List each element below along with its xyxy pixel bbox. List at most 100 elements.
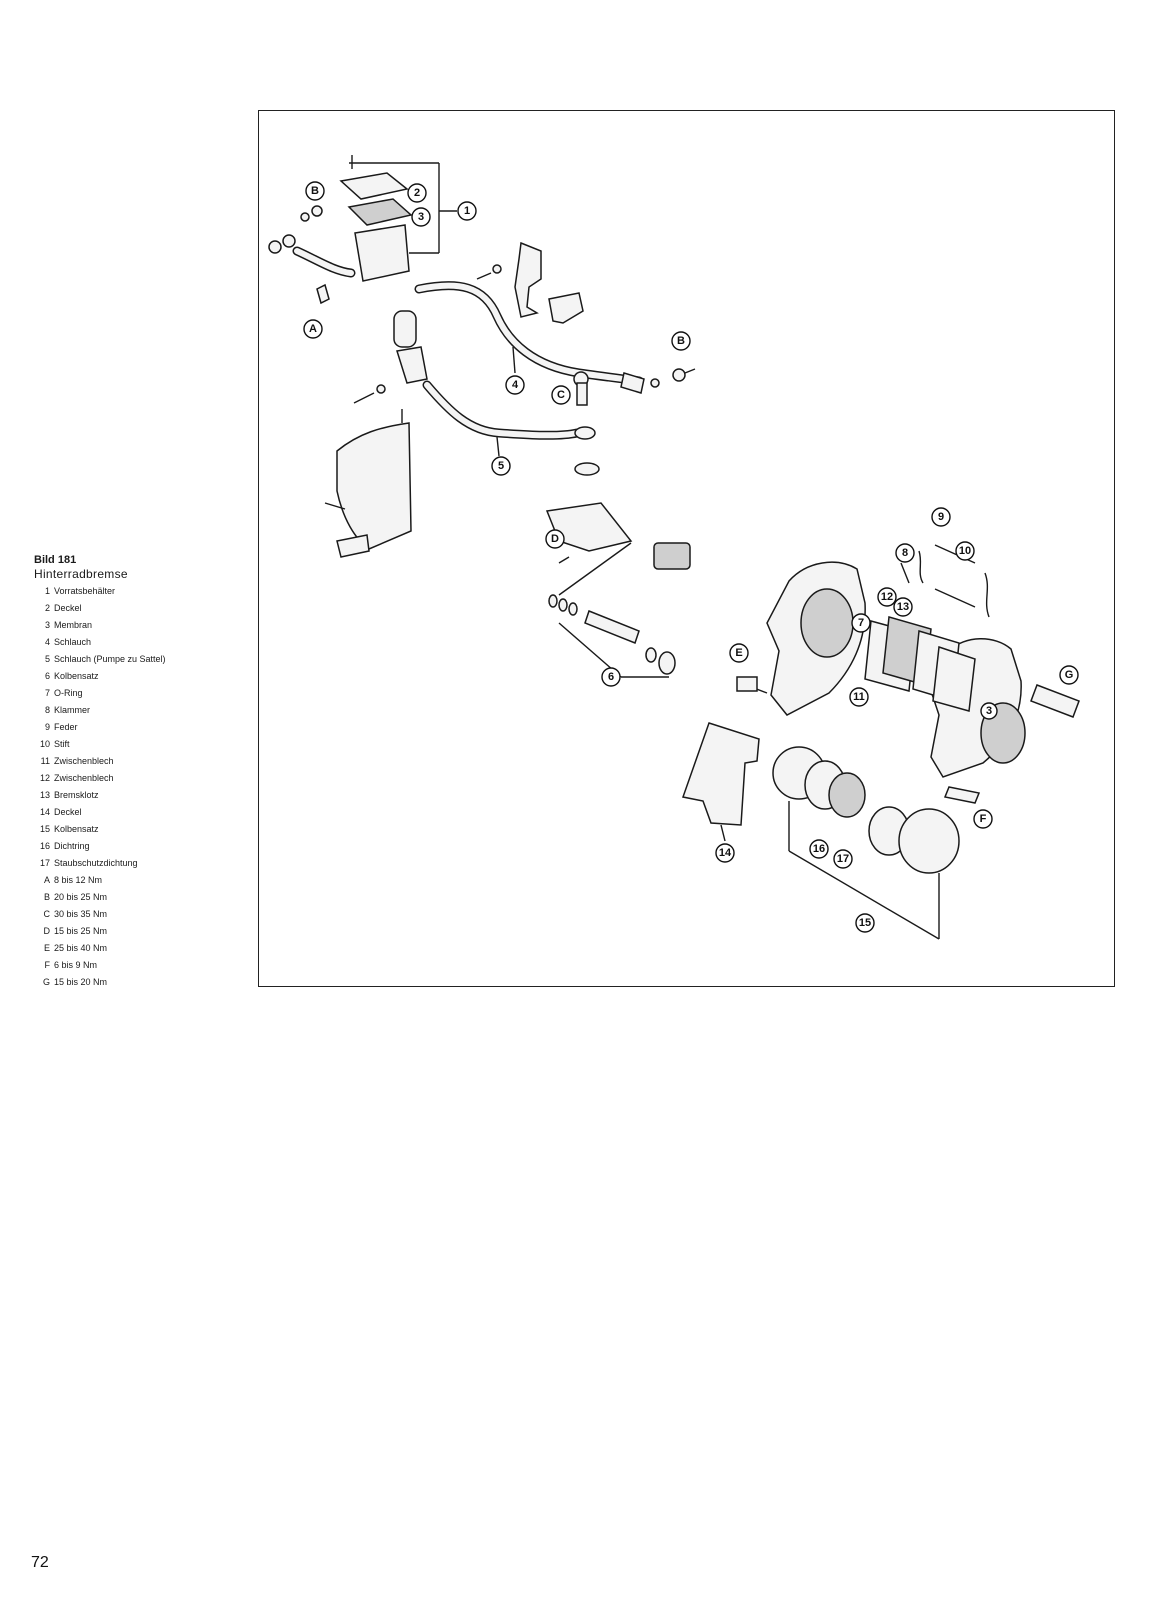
svg-text:16: 16 [813,843,825,855]
svg-text:5: 5 [498,460,504,472]
callout-16: 16 [809,839,829,859]
figure-number: Bild 181 [34,554,77,566]
washer [650,378,660,388]
callout-7: 7 [851,613,871,633]
legend-text: Feder [54,722,78,732]
bolt [353,392,375,404]
bolt-head [672,368,686,382]
legend-text: Schlauch [54,637,92,647]
svg-text:C: C [557,389,565,401]
legend-text: 15 bis 20 Nm [54,977,108,987]
exploded-diagram-frame: 1 2 3 4 5 6 7 8 9 10 11 12 13 14 15 16 1… [258,110,1115,987]
bolt-g [1030,684,1080,718]
callout-b-right: B [671,331,691,351]
spring [548,594,558,608]
svg-text:4: 4 [512,379,519,391]
svg-text:11: 11 [853,691,865,703]
side-cover [324,422,412,558]
callout-3: 3 [411,207,431,227]
legend-text: O-Ring [54,688,83,698]
callout-10: 10 [955,541,975,561]
reservoir-assembly [268,155,457,305]
clip-8 [900,562,910,584]
svg-text:10: 10 [959,545,971,557]
callout-a: A [303,319,323,339]
callout-b-top: B [305,181,325,201]
legend-key: 14 [39,807,50,817]
pushrod-boot [393,310,417,348]
legend-item: 9 Feder [34,719,244,736]
bolt [558,556,570,564]
callout-e: E [729,643,749,663]
legend-item: 15 Kolbensatz [34,821,244,838]
legend-key: 2 [44,603,50,613]
cover-bracket [336,534,370,558]
callout-13: 13 [893,597,913,617]
legend-key: 15 [39,824,50,834]
hose-bracket [476,241,584,324]
legend-key: A [43,875,50,885]
svg-text:B: B [677,335,685,347]
svg-text:D: D [551,533,559,545]
spring-9b [984,572,990,618]
reservoir-cap [339,172,409,200]
svg-text:9: 9 [938,511,944,523]
brake-pads [864,544,990,712]
callout-8: 8 [895,543,915,563]
callout-g: G [1059,665,1079,685]
brake-exploded-diagram: 1 2 3 4 5 6 7 8 9 10 11 12 13 14 15 16 1… [268,155,1080,940]
master-cylinder-pump [353,310,600,476]
legend-text: Stift [54,739,70,749]
hose-union [620,372,645,394]
callout-f: F [973,809,993,829]
svg-text:13: 13 [897,601,909,613]
page-number: 72 [31,1554,49,1571]
svg-text:6: 6 [608,671,614,683]
seal [645,647,657,663]
svg-text:7: 7 [858,617,864,629]
piston [584,610,640,644]
svg-text:A: A [309,323,317,335]
callout-17: 17 [833,849,853,869]
callout-3b: 3 [980,702,998,720]
washer [492,264,502,274]
screw [324,502,346,510]
legend-key: 16 [39,841,50,851]
piston-kit-15 [772,746,960,940]
mounting-bolt [316,283,330,305]
washer [376,384,386,394]
brake-hose-4 [414,281,696,406]
piston-kit-6 [545,502,691,678]
legend-text: 15 bis 25 Nm [54,926,108,936]
svg-text:2: 2 [414,187,420,199]
piston-boot [653,542,691,570]
legend-text: Vorratsbehälter [54,586,116,596]
svg-text:3: 3 [418,211,424,223]
pin-10b [934,588,976,608]
dust-seal [658,651,676,675]
piston [898,808,960,874]
legend-key: 10 [39,739,50,749]
legend-key: 9 [44,722,50,732]
legend-text: 6 bis 9 Nm [54,960,98,970]
caliper-bore [800,588,854,658]
legend-text: Deckel [54,807,82,817]
callout-11: 11 [849,687,869,707]
legend-key: 17 [39,858,50,868]
legend-text: Kolbensatz [54,824,99,834]
legend-text: 30 bis 35 Nm [54,909,108,919]
legend-key: 13 [39,790,50,800]
legend-key: 6 [44,671,50,681]
